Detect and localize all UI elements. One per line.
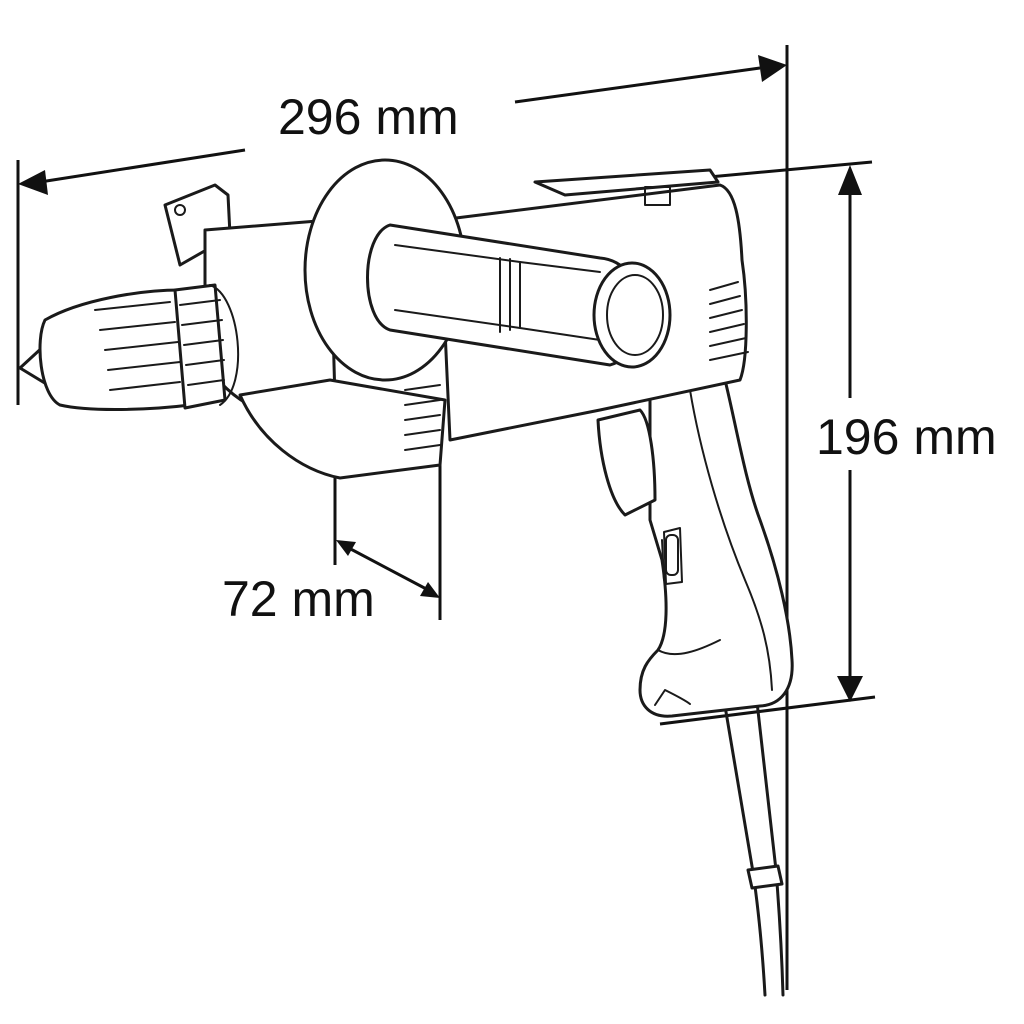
arrow-right-icon [758,55,787,82]
pistol-grip [638,378,794,718]
length-dimension-label: 296 mm [278,89,459,145]
side-handle [303,158,672,382]
arrow-left-icon [18,170,48,195]
arrow-down-icon [837,676,863,702]
lock-button-icon [665,534,679,576]
switch-slider [644,186,671,206]
handle-end-cap [592,261,672,369]
keyless-chuck [18,283,240,411]
power-cord [723,700,785,997]
trigger [596,408,657,517]
collar-dimension-label: 72 mm [222,571,375,627]
arrow-collar-left-icon [336,540,356,556]
arrow-collar-right-icon [420,582,440,598]
length-dimension [16,45,789,990]
vent-slots-rear [709,281,749,361]
switch-lever [533,168,720,197]
arrow-up-icon [838,165,862,195]
vent-slots-front [404,384,441,451]
height-dimension-label: 196 mm [816,409,997,465]
